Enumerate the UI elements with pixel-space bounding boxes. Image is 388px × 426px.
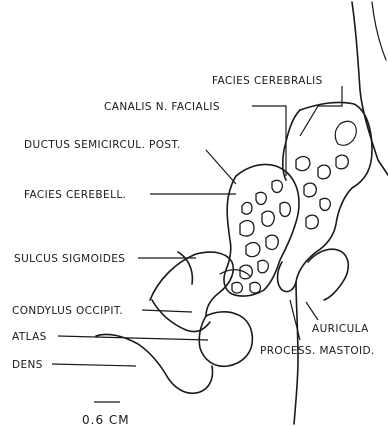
leader-lines [52, 86, 342, 366]
label-ductus-semicircul-post: DUCTUS SEMICIRCUL. POST. [24, 139, 181, 151]
label-sulcus-sigmoides: SULCUS SIGMOIDES [14, 253, 125, 265]
leader-condylus-occipit [142, 310, 192, 312]
label-atlas: ATLAS [12, 331, 47, 343]
labels: FACIES CEREBRALIS CANALIS N. FACIALIS DU… [12, 75, 375, 371]
leader-process-mastoid [290, 300, 300, 340]
label-facies-cerebell: FACIES CEREBELL. [24, 189, 126, 201]
leader-facies-cerebralis [300, 86, 342, 136]
mastoid-air-cells [224, 155, 348, 296]
scale-label: 0.6 CM [82, 413, 130, 426]
label-auricula: AURICULA [312, 323, 369, 335]
auricula-shape [294, 249, 348, 424]
leader-ductus-semicircul-post [206, 150, 236, 184]
skull-outline [352, 2, 388, 175]
label-canalis-n-facialis: CANALIS N. FACIALIS [104, 101, 220, 113]
leader-auricula [306, 302, 318, 320]
posterior-fossa-structures [96, 252, 252, 393]
petrous-bone [278, 102, 373, 291]
label-condylus-occipit: CONDYLUS OCCIPIT. [12, 305, 123, 317]
label-facies-cerebralis: FACIES CEREBRALIS [212, 75, 323, 87]
label-dens: DENS [12, 359, 43, 371]
leader-atlas [58, 336, 208, 340]
leader-dens [52, 364, 136, 366]
label-process-mastoid: PROCESS. MASTOID. [260, 345, 375, 357]
scale-bar: 0.6 CM [82, 402, 130, 426]
